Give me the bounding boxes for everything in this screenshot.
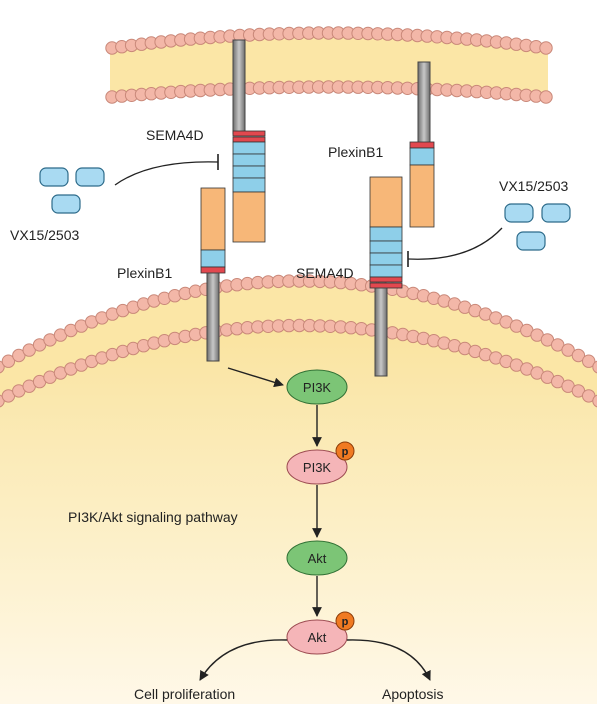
plexinb1-bottom-receptor	[200, 187, 226, 362]
akt-phospho-node: Akt p	[286, 611, 355, 655]
pi3k-phospho-node-label: PI3K	[303, 460, 332, 475]
arrow-receptor-to-pi3k	[227, 367, 284, 388]
inhibition-line-right	[407, 227, 503, 260]
lipid-head	[582, 354, 596, 368]
pi3k-node-label: PI3K	[303, 380, 332, 395]
lipid-head	[539, 90, 553, 104]
sema4d-bottom-receptor	[369, 176, 403, 377]
label-plexinb1-top: PlexinB1	[328, 144, 383, 160]
phospho-badge-akt-label: p	[342, 616, 349, 628]
label-cell-proliferation: Cell proliferation	[134, 686, 235, 702]
label-vx-left: VX15/2503	[10, 227, 79, 243]
top-membrane	[105, 26, 553, 104]
lipid-head	[539, 41, 553, 55]
bottom-membrane-lipid-heads	[0, 274, 597, 408]
label-sema4d-bottom: SEMA4D	[296, 265, 354, 281]
lipid-head	[592, 360, 597, 374]
top-membrane-lipid-heads	[105, 26, 553, 104]
akt-node: Akt	[286, 540, 348, 576]
lipid-head	[12, 348, 26, 363]
phospho-badge-pi3k-label: p	[342, 446, 349, 458]
lipid-head	[1, 354, 16, 368]
label-vx-right: VX15/2503	[499, 178, 568, 194]
label-pathway: PI3K/Akt signaling pathway	[68, 509, 238, 525]
label-apoptosis: Apoptosis	[382, 686, 443, 702]
inhibition-line-left	[114, 161, 219, 186]
sema4d-top-receptor	[232, 39, 266, 243]
lipid-head	[571, 348, 586, 363]
label-sema4d-top: SEMA4D	[146, 127, 204, 143]
antibodies-right	[504, 203, 571, 251]
lipid-head	[592, 394, 597, 408]
arrow-akt-to-apoptosis	[346, 639, 431, 681]
phospho-badge-akt	[335, 611, 355, 631]
akt-node-label: Akt	[308, 551, 327, 566]
antibodies-left	[39, 167, 105, 214]
pi3k-phospho-node: PI3K p	[286, 441, 355, 485]
phospho-badge-pi3k	[335, 441, 355, 461]
label-plexinb1-bottom: PlexinB1	[117, 265, 172, 281]
lipid-head	[561, 343, 575, 357]
akt-phospho-node-label: Akt	[308, 630, 327, 645]
pi3k-node: PI3K	[286, 369, 348, 405]
arrow-akt-to-proliferation	[199, 639, 288, 681]
plexinb1-top-receptor	[409, 61, 435, 228]
cytoplasm	[0, 305, 597, 704]
bottom-membrane	[0, 274, 597, 408]
